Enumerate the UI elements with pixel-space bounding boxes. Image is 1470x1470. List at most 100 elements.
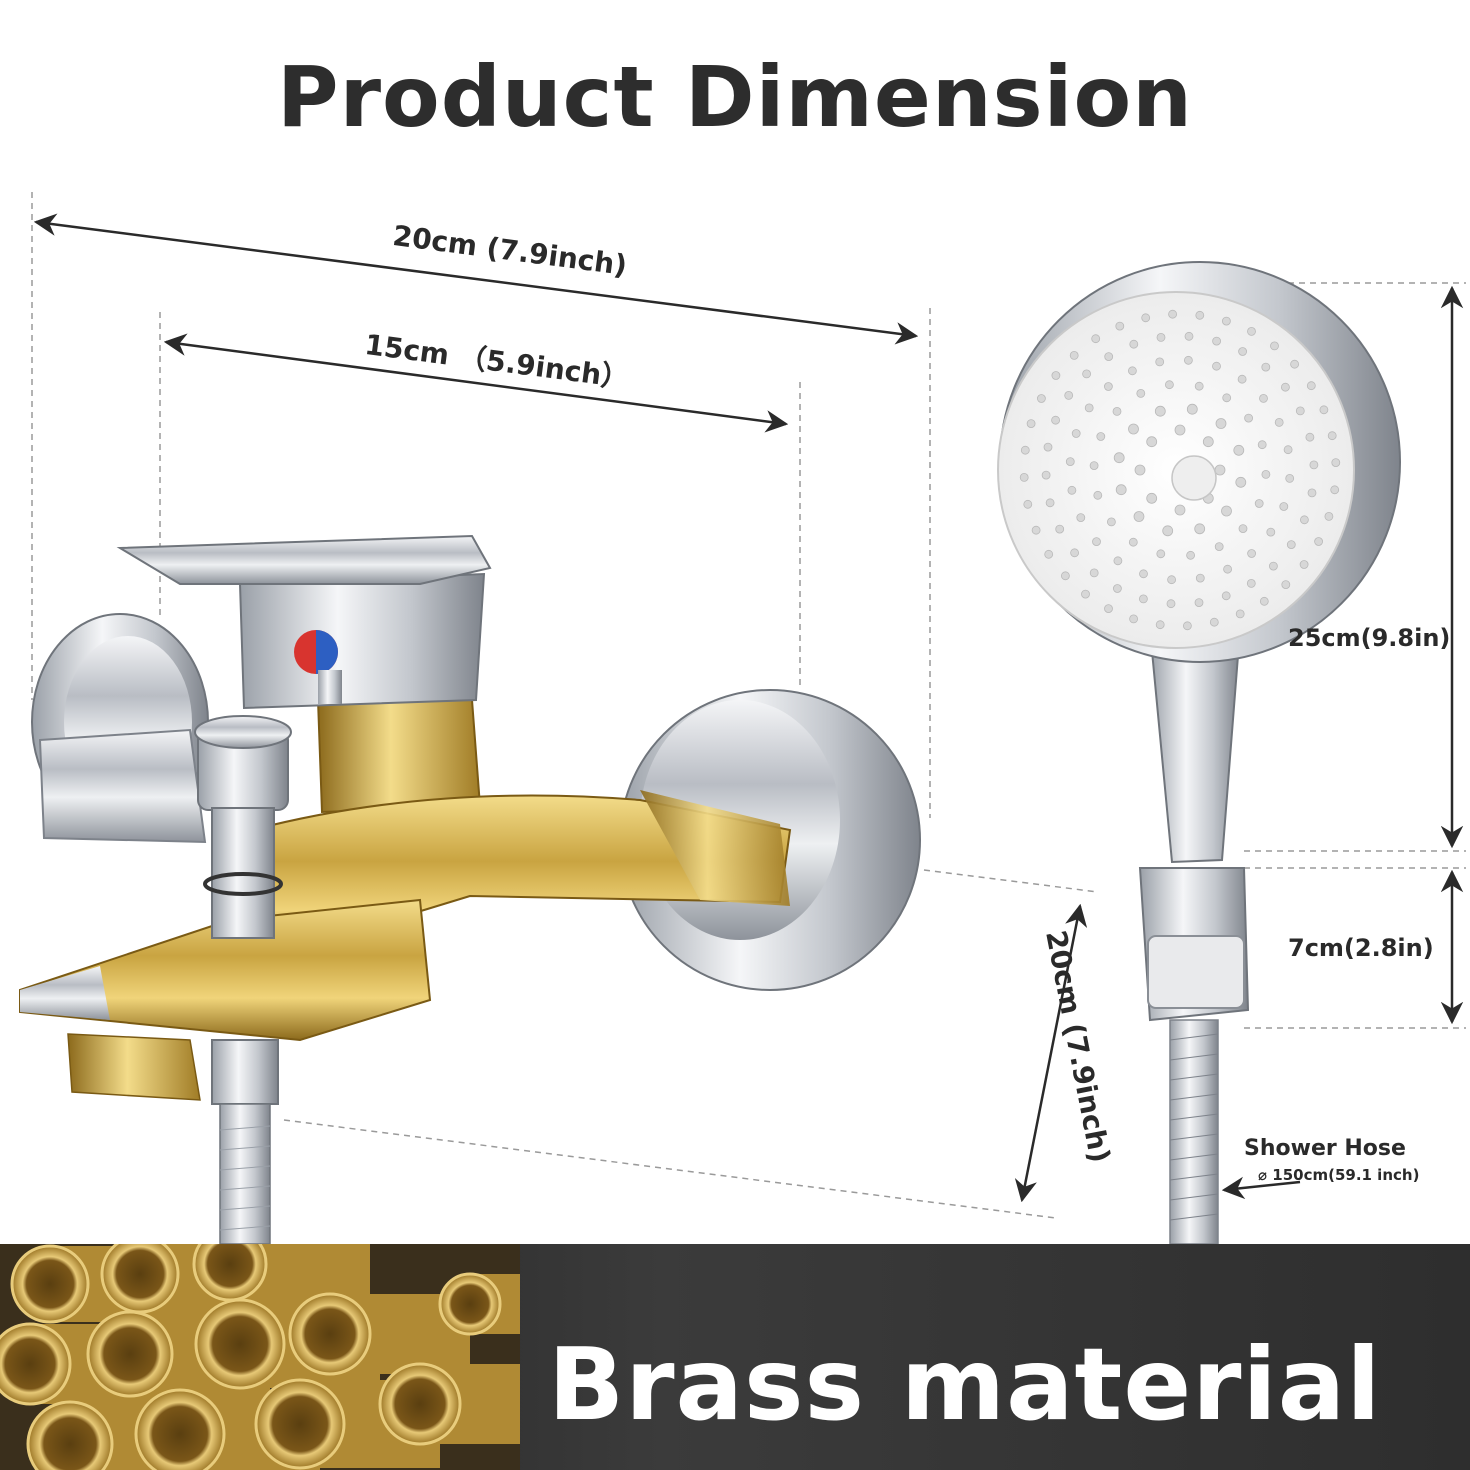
nozzle [1194,598,1204,607]
nozzle [1279,502,1289,511]
nozzle [1107,517,1116,527]
nozzle [1146,492,1158,504]
nozzle [1041,470,1051,480]
nozzle [1324,512,1334,521]
nozzle [1327,431,1337,441]
nozzle [1061,571,1070,581]
nozzle [1184,355,1193,365]
nozzle [1283,445,1293,455]
nozzle [1104,382,1113,391]
nozzle [1112,406,1122,416]
nozzle [1168,309,1177,319]
nozzle [1330,485,1340,495]
nozzle [1091,334,1101,344]
pipe-end [438,1272,502,1336]
nozzle [1221,505,1232,517]
nozzle [1136,388,1146,398]
nozzle [1069,350,1079,360]
nozzle [1269,561,1278,571]
nozzle [1261,469,1271,479]
nozzle [1096,432,1106,441]
nozzle [1247,326,1256,336]
shower-hose-spec: ⌀ 150cm(59.1 inch) [1258,1166,1419,1184]
nozzle [1214,464,1226,476]
shower-hose-label: Shower Hose [1244,1136,1406,1161]
nozzle [1222,393,1232,403]
nozzle [1266,527,1276,537]
head-length-label: 25cm(9.8in) [1288,624,1451,652]
nozzle [1214,542,1224,551]
nozzle [1128,423,1139,435]
nozzle [1281,382,1290,392]
faucet-image [19,534,921,1245]
pipe-end [192,1244,268,1302]
nozzle [1084,403,1094,413]
nozzle [1183,621,1192,631]
nozzle [1202,436,1214,448]
nozzle [1222,316,1231,326]
nozzle [1314,537,1323,546]
nozzle [1246,579,1256,588]
nozzle [1167,575,1176,585]
nozzle [1128,366,1137,376]
nozzle [1237,374,1247,384]
nozzle [1092,537,1101,546]
nozzle [1129,339,1139,349]
nozzle [1081,589,1090,599]
nozzle [1113,452,1125,464]
nozzle [1300,515,1309,525]
nozzle [1274,417,1284,427]
nozzle [1093,490,1103,500]
nozzle [1174,424,1186,436]
nozzle [1331,458,1341,468]
nozzle [1307,488,1317,498]
nozzle [1261,362,1271,372]
nozzle [1076,513,1086,522]
nozzle [1156,549,1166,559]
pipe-end [100,1244,180,1314]
nozzle [1019,472,1029,482]
nozzle [1071,429,1081,438]
nozzle [1139,569,1148,579]
nozzle [1194,381,1204,391]
pipe-end [288,1292,372,1376]
nozzle [1115,321,1125,331]
nozzle [1221,591,1231,601]
nozzle [1154,405,1166,417]
nozzle [1133,511,1145,522]
nozzle [1184,331,1194,341]
pipe-end [0,1322,72,1406]
nozzle [1067,485,1077,495]
nozzle [1156,332,1166,342]
nozzle [1212,336,1221,346]
nozzle [1104,352,1114,362]
nozzle [1238,347,1247,356]
dimension-arrows [33,213,1464,1203]
nozzle [1045,498,1055,508]
diameter-icon: ⌀ [1258,1166,1273,1184]
nozzle [1223,564,1232,574]
nozzle [1146,436,1158,448]
nozzle [1286,540,1296,549]
shower-hose-length: 150cm(59.1 inch) [1272,1166,1420,1184]
nozzle [1290,359,1299,369]
nozzle [1023,499,1033,509]
page-title: Product Dimension [277,48,1193,146]
nozzle [1305,432,1315,442]
nozzle [1235,476,1247,488]
nozzle [1064,390,1074,400]
nozzle [1257,440,1267,450]
nozzle [1238,524,1248,533]
pipe-end [194,1298,286,1390]
nozzle [1186,550,1195,560]
nozzle [1309,460,1319,470]
nozzle [1259,393,1268,403]
nozzle [1031,525,1041,535]
nozzle [1244,413,1253,423]
nozzle [1043,442,1053,452]
nozzle [1212,361,1221,371]
pipe-end [134,1388,226,1470]
nozzle [1082,369,1091,379]
nozzle [1165,380,1174,390]
